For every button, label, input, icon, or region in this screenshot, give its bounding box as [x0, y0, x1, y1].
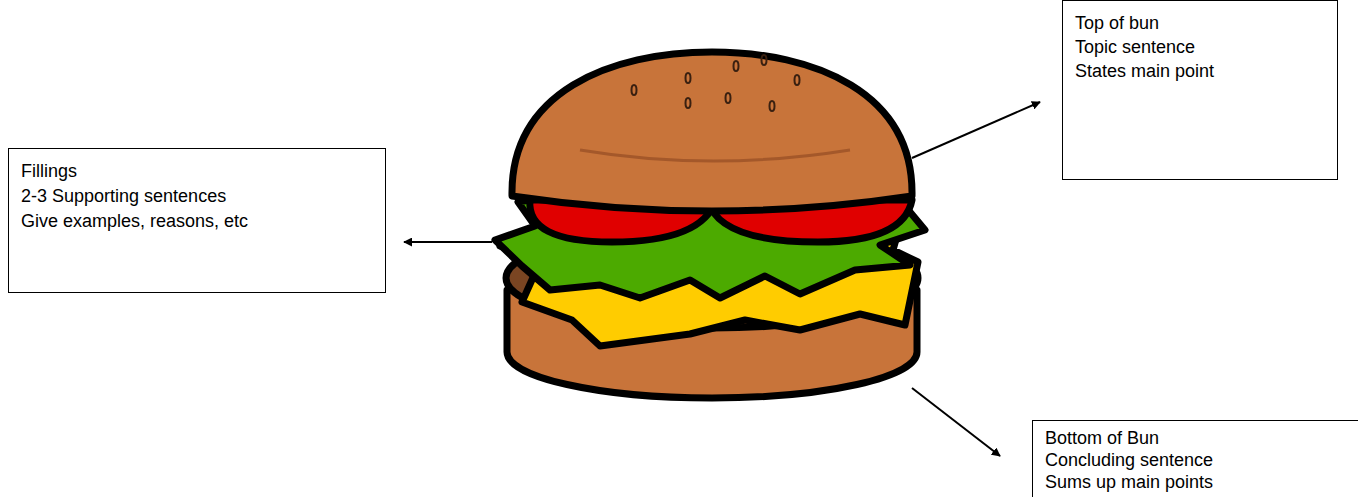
- callout-line: Topic sentence: [1075, 35, 1325, 59]
- callout-heading: Top of bun: [1075, 11, 1325, 35]
- callout-line: 2-3 Supporting sentences: [21, 184, 373, 209]
- callout-box: Top of bunTopic sentenceStates main poin…: [1062, 0, 1338, 180]
- leader-arrow: [912, 388, 1000, 456]
- callout-line: States main point: [1075, 59, 1325, 83]
- top-bun: [512, 52, 912, 211]
- leader-arrow: [404, 241, 492, 243]
- bun-crease: [580, 150, 850, 161]
- callout-heading: Bottom of Bun: [1045, 427, 1351, 449]
- leader-arrow: [912, 102, 1040, 158]
- callout-line: Concluding sentence: [1045, 449, 1351, 471]
- callout-heading: Fillings: [21, 159, 373, 184]
- callout-box: Bottom of BunConcluding sentenceSums up …: [1032, 420, 1358, 497]
- callout-line: Sums up main points: [1045, 471, 1351, 493]
- callout-line: Give examples, reasons, etc: [21, 209, 373, 234]
- callout-box: Fillings2-3 Supporting sentencesGive exa…: [8, 148, 386, 293]
- sesame-seeds: [632, 55, 800, 111]
